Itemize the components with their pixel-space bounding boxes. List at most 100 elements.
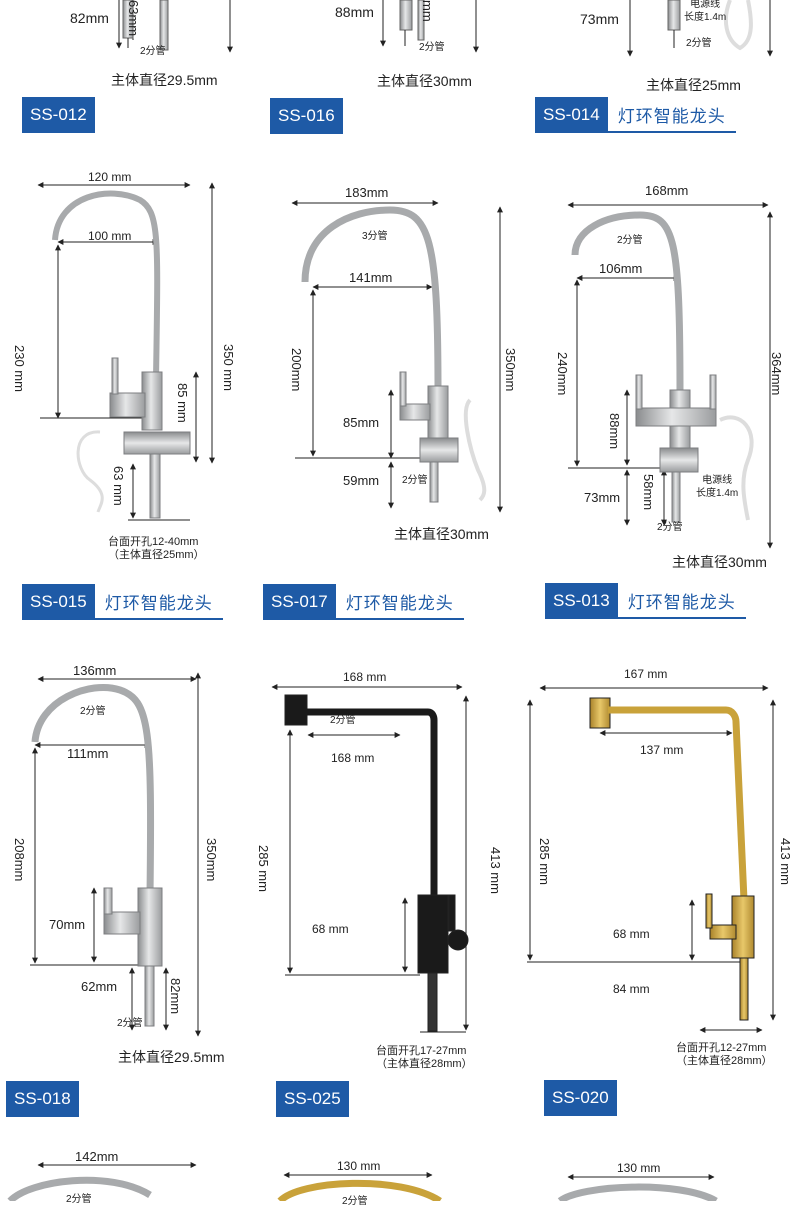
cable-length: 电源线 长度1.4m <box>684 0 726 24</box>
model-code: SS-016 <box>270 98 343 134</box>
dim-left-height: 200mm <box>289 348 304 392</box>
dim-shank: 73mm <box>584 490 621 505</box>
model-code: SS-015 <box>22 584 95 620</box>
dim-reach: 136mm <box>73 663 117 678</box>
dim-shank: 63mm <box>126 0 141 37</box>
body-diameter: 主体直径30mm <box>672 554 767 570</box>
model-label-ss013: SS-013 灯环智能龙头 <box>545 583 746 619</box>
hole-size: 台面开孔12-27mm <box>676 1042 767 1054</box>
pipe-size: 3分管 <box>362 231 388 242</box>
dim-inner: 137 mm <box>640 743 684 757</box>
dim-inner: 100 mm <box>88 229 132 243</box>
install-note: 台面开孔17-27mm （主体直径28mm） <box>376 1045 473 1071</box>
dim-left-height: 230 mm <box>12 345 27 392</box>
cable-label: 电源线 <box>690 0 721 10</box>
dim-base-height: 85 mm <box>175 383 190 423</box>
ss018-drawing <box>30 672 201 1037</box>
hole-size: 台面开孔17-27mm <box>376 1045 467 1057</box>
dim-base-height: 88mm <box>607 413 622 450</box>
model-label-ss015: SS-015 灯环智能龙头 <box>22 584 223 620</box>
model-code: SS-014 <box>535 97 608 133</box>
ss025-drawing <box>271 684 469 1033</box>
pipe-size: 2分管 <box>342 1196 368 1207</box>
cable-label: 电源线 <box>702 475 733 486</box>
dim-base-height: 68 mm <box>312 922 349 936</box>
dim-reach: 130 mm <box>337 1159 381 1173</box>
pipe-size: 2分管 <box>66 1194 92 1205</box>
body-diameter: （主体直径28mm） <box>376 1058 473 1070</box>
ss025-faucet <box>284 694 469 1032</box>
model-label-ss016: SS-016 <box>270 98 343 134</box>
row3-drawings <box>7 1162 718 1201</box>
pipe-size: 2分管 <box>117 1018 143 1029</box>
dim-reach: 167 mm <box>624 667 668 681</box>
cable-value: 长度1.4m <box>684 12 727 23</box>
ss017-faucet <box>301 206 487 503</box>
pipe-size: 2分管 <box>657 522 683 533</box>
dim-shank: 63 mm <box>111 466 126 506</box>
dim-shank-vertical: 58mm <box>641 474 656 511</box>
dim-shank: mm <box>420 0 435 22</box>
dim-left-height: 208mm <box>12 838 27 882</box>
model-label-ss020: SS-020 <box>544 1080 617 1116</box>
pipe-size: 2分管 <box>330 715 356 726</box>
dim-total-height: 413 mm <box>778 838 793 885</box>
body-diameter: （主体直径28mm） <box>676 1055 773 1067</box>
body-diameter: 主体直径29.5mm <box>118 1049 225 1065</box>
pipe-size: 2分管 <box>617 235 643 246</box>
model-code: SS-025 <box>276 1081 349 1117</box>
dim-inner: 111mm <box>67 746 109 761</box>
ss012-drawing <box>116 0 233 53</box>
pipe-size: 2分管 <box>686 38 712 49</box>
dim-reach: 183mm <box>345 185 389 200</box>
dim-inner: 106mm <box>599 261 643 276</box>
dim-total-height: 350 mm <box>221 344 236 391</box>
ss020-drawing <box>527 685 776 1033</box>
dim-total-height: 364mm <box>769 352 784 396</box>
dim-inner: 141mm <box>349 270 393 285</box>
dim-shank-vertical: 82mm <box>168 978 183 1015</box>
ss017-drawing <box>291 200 503 513</box>
model-code: SS-018 <box>6 1081 79 1117</box>
model-label-ss025: SS-025 <box>276 1081 349 1117</box>
dim-total-height: 413 mm <box>488 847 503 894</box>
pipe-size: 2分管 <box>80 706 106 717</box>
dim-height: 82mm <box>70 10 109 26</box>
model-code: SS-020 <box>544 1080 617 1116</box>
dim-reach: 142mm <box>75 1149 119 1164</box>
cable-length: 电源线 长度1.4m <box>696 474 738 500</box>
ss014-drawing <box>627 0 773 57</box>
dim-left-height: 240mm <box>555 352 570 396</box>
ss016-drawing <box>380 0 479 53</box>
ss015-faucet <box>52 190 191 519</box>
model-subtitle: 灯环智能龙头 <box>607 97 736 133</box>
ss020-faucet <box>589 697 755 1021</box>
dim-reach: 168 mm <box>343 670 387 684</box>
body-diameter: 主体直径25mm <box>646 77 741 93</box>
model-subtitle: 灯环智能龙头 <box>94 584 223 620</box>
body-diameter: 主体直径30mm <box>394 526 489 542</box>
dim-left-height: 285 mm <box>256 845 271 892</box>
ss013-faucet <box>571 211 754 523</box>
dim-reach: 168mm <box>645 183 689 198</box>
ss018-faucet <box>31 683 163 1027</box>
ss013-drawing <box>567 202 773 549</box>
dim-total-height: 350mm <box>503 348 518 392</box>
dim-base-height: 70mm <box>49 917 86 932</box>
body-diameter: 主体直径30mm <box>377 73 472 89</box>
pipe-size: 2分管 <box>140 46 166 57</box>
dim-height: 88mm <box>335 4 374 20</box>
model-subtitle: 灯环智能龙头 <box>617 583 746 619</box>
model-label-ss012: SS-012 <box>22 97 95 133</box>
pipe-size: 2分管 <box>402 475 428 486</box>
model-code: SS-012 <box>22 97 95 133</box>
model-label-ss014: SS-014 灯环智能龙头 <box>535 97 736 133</box>
install-note: 台面开孔12-27mm （主体直径28mm） <box>676 1042 773 1068</box>
hole-size: 台面开孔12-40mm <box>108 536 199 548</box>
dim-reach: 130 mm <box>617 1161 661 1175</box>
dim-base-height: 85mm <box>343 415 380 430</box>
model-label-ss018: SS-018 <box>6 1081 79 1117</box>
dim-total-height: 350mm <box>204 838 219 882</box>
pipe-size: 2分管 <box>419 42 445 53</box>
